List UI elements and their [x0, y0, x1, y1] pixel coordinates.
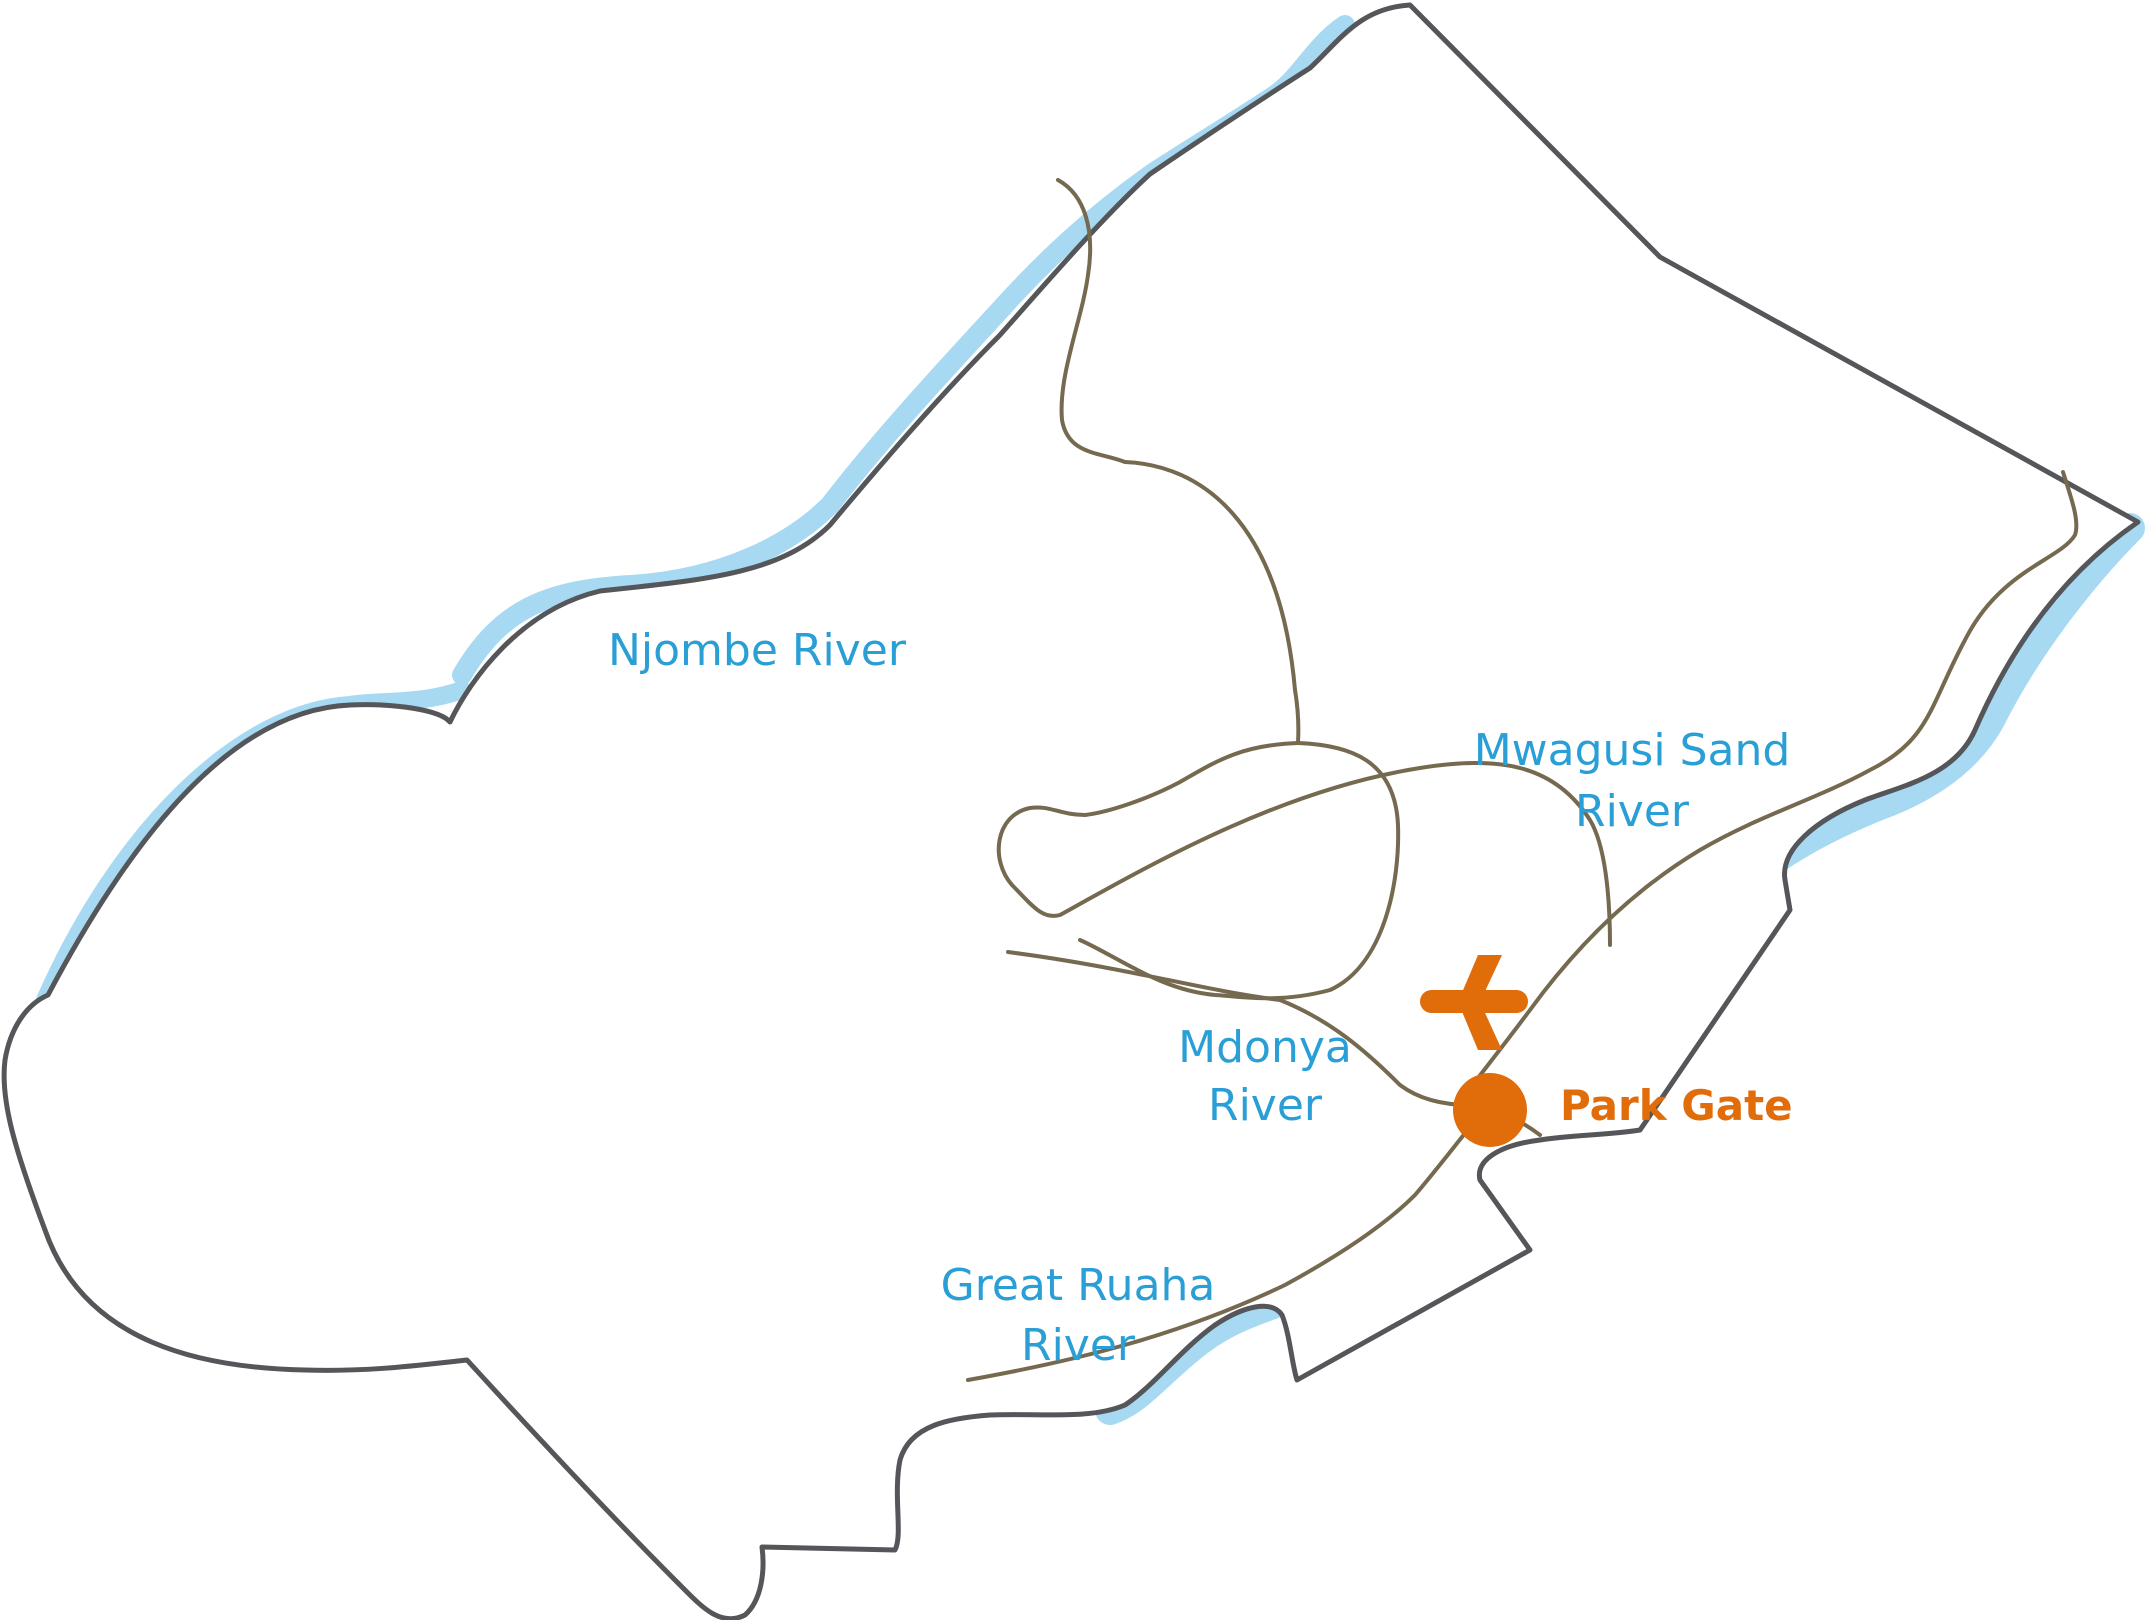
label-mdonya-line2: River [1208, 1080, 1323, 1131]
label-great-ruaha-line1: Great Ruaha [941, 1260, 1216, 1311]
airplane-icon [1420, 955, 1528, 1050]
road-west-loop [996, 741, 1612, 947]
road-loop [1078, 741, 1401, 1001]
road-southwest [966, 1098, 1495, 1382]
label-mwagusi-line2: River [1575, 786, 1690, 837]
labels: Njombe River Mwagusi Sand River Mdonya R… [608, 625, 1793, 1371]
label-mdonya-line1: Mdonya [1178, 1022, 1352, 1073]
label-njombe-river: Njombe River [608, 625, 907, 676]
road-northeast [1463, 470, 2079, 1097]
label-mwagusi-line1: Mwagusi Sand [1474, 725, 1791, 776]
label-great-ruaha-line2: River [1021, 1320, 1136, 1371]
label-park-gate: Park Gate [1560, 1081, 1793, 1130]
road-north [1056, 178, 1301, 745]
park-gate-marker[interactable] [1453, 1073, 1527, 1147]
